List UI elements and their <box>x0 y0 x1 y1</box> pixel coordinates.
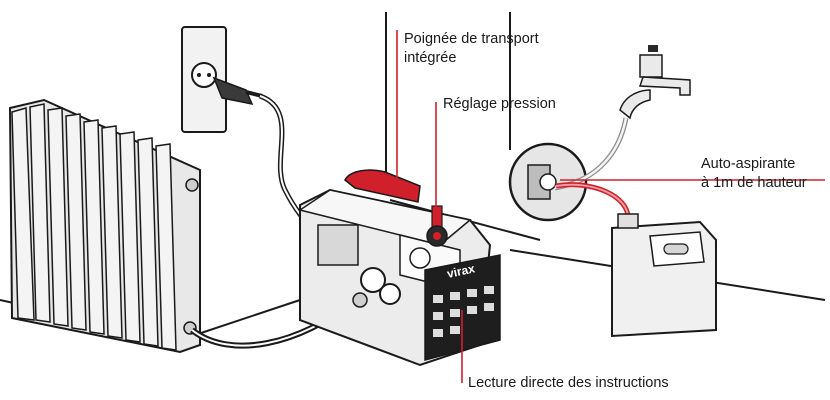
instruction-panel <box>424 254 501 361</box>
carry-handle <box>344 169 421 203</box>
test-pump: virax <box>298 188 501 367</box>
callout-pressure-setting: Réglage pression <box>443 96 556 112</box>
power-plug <box>212 76 263 106</box>
radiator <box>8 98 201 354</box>
callout-instructions: Lecture directe des instructions <box>468 375 669 391</box>
inlet-detail <box>508 142 588 222</box>
callout-carry-handle: Poignée de transport intégrée <box>404 31 539 66</box>
callout-self-priming: Auto-aspirante à 1m de hauteur <box>701 156 807 191</box>
pressure-knob <box>426 205 448 247</box>
jerrycan <box>611 213 717 338</box>
leader-lines <box>396 30 825 383</box>
wall-outlet <box>181 26 227 133</box>
water-tap <box>619 45 691 120</box>
virax-logo: virax <box>446 261 477 281</box>
